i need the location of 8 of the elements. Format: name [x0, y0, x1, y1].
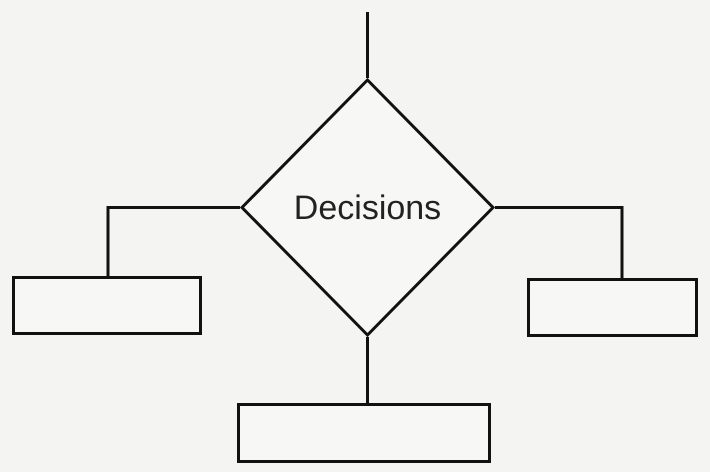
connector-line: [366, 337, 369, 403]
connector-line: [366, 12, 369, 78]
empty-box: [12, 276, 202, 335]
connector-line: [495, 206, 624, 278]
empty-box: [237, 403, 491, 463]
empty-box: [527, 278, 698, 337]
connector-line: [106, 206, 240, 276]
diamond-label: Decisions: [294, 190, 442, 224]
